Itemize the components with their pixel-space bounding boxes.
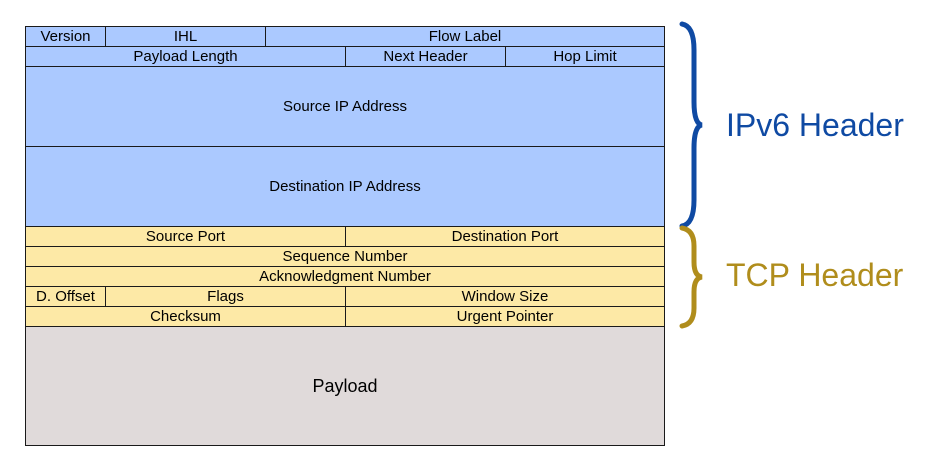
- ipv6-brace-path: [679, 21, 703, 229]
- window-size-field: Window Size: [345, 286, 665, 307]
- flags-field: Flags: [105, 286, 346, 307]
- source-port-field: Source Port: [25, 226, 346, 247]
- acknowledgment-number-field: Acknowledgment Number: [25, 266, 665, 287]
- ipv6-header-label: IPv6 Header: [726, 107, 904, 143]
- destination-port-field: Destination Port: [345, 226, 665, 247]
- payload-length-field: Payload Length: [25, 46, 346, 67]
- sequence-number-field: Sequence Number: [25, 246, 665, 267]
- destination-ip-address-field: Destination IP Address: [25, 146, 665, 227]
- checksum-field: Checksum: [25, 306, 346, 327]
- data-offset-field: D. Offset: [25, 286, 106, 307]
- flow-label-field: Flow Label: [265, 26, 665, 47]
- ihl-field: IHL: [105, 26, 266, 47]
- hop-limit-field: Hop Limit: [505, 46, 665, 67]
- version-field: Version: [25, 26, 106, 47]
- ipv6-brace-icon: [679, 21, 703, 229]
- payload-block: Payload: [25, 326, 665, 446]
- urgent-pointer-field: Urgent Pointer: [345, 306, 665, 327]
- tcp-brace-icon: [679, 225, 703, 329]
- next-header-field: Next Header: [345, 46, 506, 67]
- tcp-brace-path: [679, 225, 703, 329]
- source-ip-address-field: Source IP Address: [25, 66, 665, 147]
- tcp-header-label: TCP Header: [726, 257, 904, 293]
